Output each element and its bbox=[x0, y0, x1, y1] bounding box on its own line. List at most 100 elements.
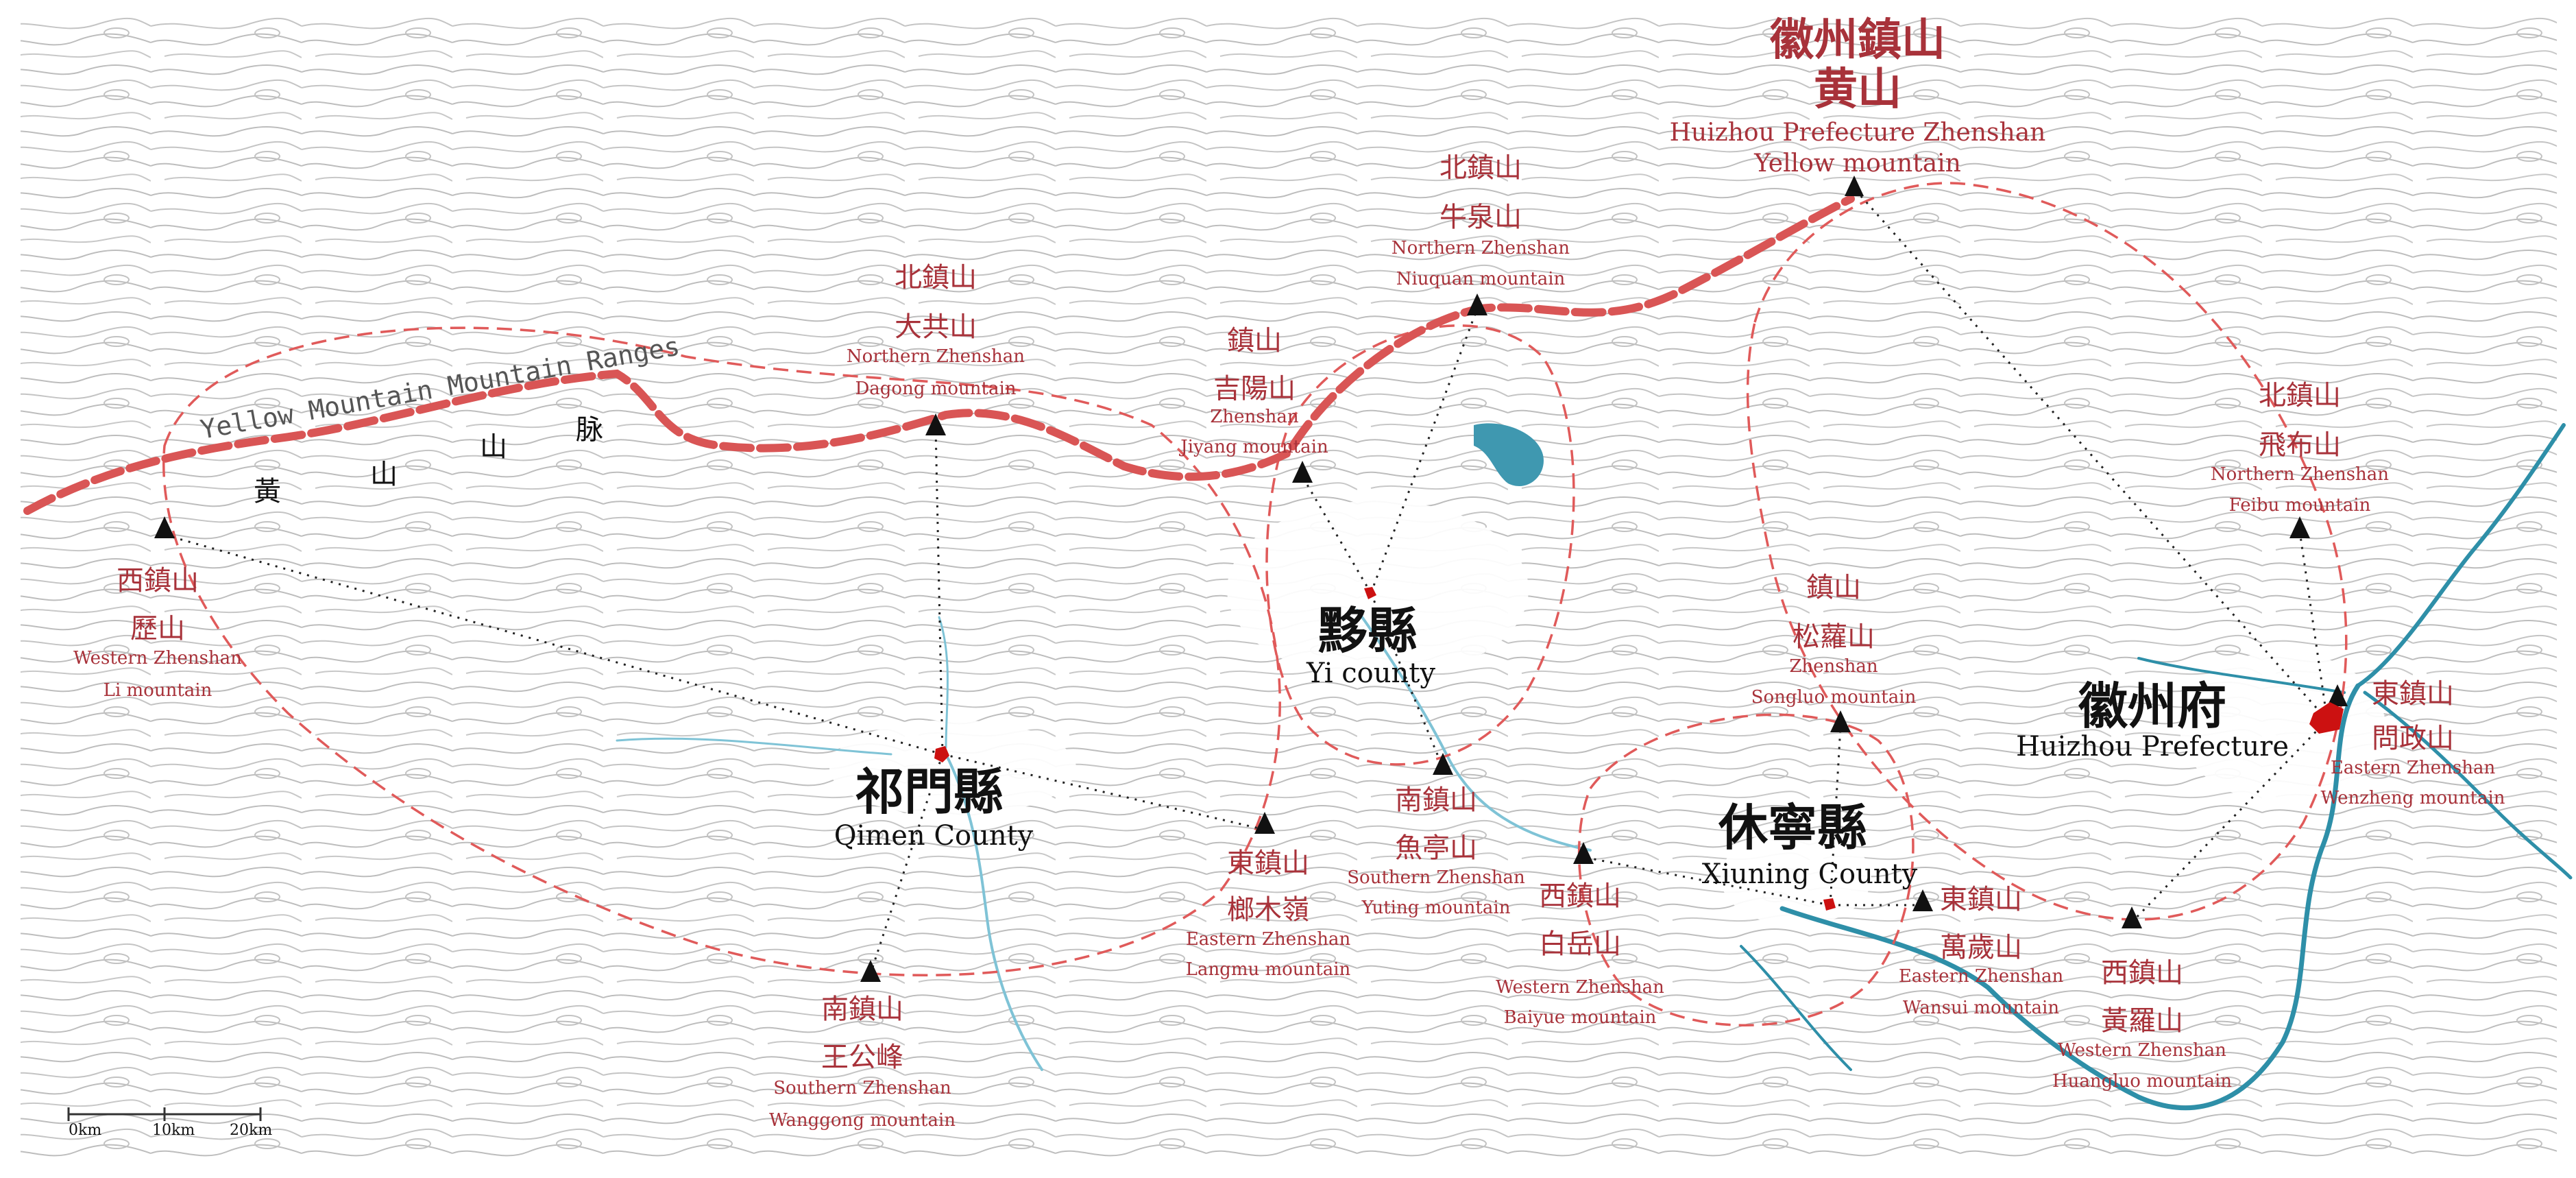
peak-yuting-icon bbox=[1433, 753, 1453, 775]
label-feibu-line3: Northern Zhenshan bbox=[2211, 464, 2389, 485]
peak-li-icon bbox=[154, 516, 175, 538]
label-dagong-line2: 大共山 bbox=[895, 311, 977, 343]
river-qimen-north bbox=[938, 616, 949, 749]
label-jiyang-line1: 鎮山 bbox=[1227, 325, 1282, 357]
label-jiyang: 鎮山 吉陽山 Zhenshan Jiyang mountain bbox=[1178, 325, 1328, 457]
peak-songluo-icon bbox=[1830, 710, 1851, 732]
label-niuquan: 北鎮山 牛泉山 Northern Zhenshan Niuquan mounta… bbox=[1392, 152, 1570, 289]
label-niuquan-line4: Niuquan mountain bbox=[1396, 269, 1566, 289]
label-baiyue-line1: 西鎮山 bbox=[1539, 880, 1621, 912]
label-wansui-line2: 萬歲山 bbox=[1940, 932, 2022, 963]
label-langmu-line2: 榔木嶺 bbox=[1227, 894, 1309, 926]
range-name-zh-1: 黃 bbox=[254, 476, 281, 507]
peak-huangshan-icon bbox=[1845, 176, 1864, 196]
label-wansui-line4: Wansui mountain bbox=[1903, 998, 2059, 1018]
river-northeast bbox=[2356, 423, 2566, 688]
river-west bbox=[616, 737, 892, 756]
label-langmu-line4: Langmu mountain bbox=[1186, 959, 1351, 980]
label-baiyue-line2: 白岳山 bbox=[1539, 928, 1621, 960]
county-yi-zh: 黟縣 bbox=[1318, 601, 1417, 660]
county-xiuning-zh: 休寧縣 bbox=[1718, 798, 1867, 856]
scale-bar: 0km 10km 20km bbox=[67, 1107, 272, 1139]
seat-yi-icon bbox=[1364, 587, 1376, 599]
label-wanggong-line3: Southern Zhenshan bbox=[773, 1078, 951, 1098]
rivers bbox=[616, 423, 2573, 1111]
peak-dagong-icon bbox=[925, 413, 946, 435]
county-boundaries bbox=[162, 182, 2348, 1026]
label-baiyue: 西鎮山 白岳山 Western Zhenshan Baiyue mountain bbox=[1496, 880, 1664, 1028]
label-huangluo-line2: 黃羅山 bbox=[2101, 1005, 2183, 1037]
label-dagong-line4: Dagong mountain bbox=[855, 378, 1016, 399]
label-huangshan-line1: 徽州鎮山 bbox=[1769, 14, 1945, 66]
seat-xiuning-icon bbox=[1823, 898, 1836, 911]
label-wenzheng-line3: Eastern Zhenshan bbox=[2331, 758, 2496, 778]
label-yuting-line1: 南鎮山 bbox=[1395, 784, 1477, 816]
label-yuting-line2: 魚亭山 bbox=[1395, 832, 1477, 864]
range-name-zh-2: 山 bbox=[370, 459, 398, 490]
label-dagong-line1: 北鎮山 bbox=[895, 262, 977, 293]
label-wanggong-line4: Wanggong mountain bbox=[769, 1110, 956, 1131]
county-yi: 黟縣 Yi county bbox=[1306, 601, 1435, 689]
label-huangshan-line3: Huizhou Prefecture Zhenshan bbox=[1670, 119, 2046, 147]
peak-feibu-icon bbox=[2289, 516, 2310, 538]
label-niuquan-line3: Northern Zhenshan bbox=[1392, 238, 1570, 259]
label-li-line3: Western Zhenshan bbox=[73, 648, 242, 669]
range-name-zh-3: 山 bbox=[480, 431, 507, 463]
label-songluo-line2: 松蘿山 bbox=[1793, 621, 1875, 653]
boundary-yi bbox=[1265, 324, 1575, 766]
label-feibu-line4: Feibu mountain bbox=[2229, 495, 2371, 516]
range-name-zh: 黃 山 山 脉 bbox=[254, 414, 603, 507]
county-huizhou-zh: 徽州府 bbox=[2078, 677, 2226, 735]
river-tributary-feibu bbox=[2137, 657, 2346, 694]
valley-clearings bbox=[829, 501, 2385, 926]
label-niuquan-line2: 牛泉山 bbox=[1439, 202, 1522, 233]
lake bbox=[1474, 423, 1544, 486]
label-feibu-line1: 北鎮山 bbox=[2259, 380, 2341, 411]
label-huangluo: 西鎮山 黃羅山 Western Zhenshan Huangluo mounta… bbox=[2052, 957, 2232, 1092]
label-songluo-line1: 鎮山 bbox=[1806, 572, 1861, 603]
label-feibu: 北鎮山 飛布山 Northern Zhenshan Feibu mountain bbox=[2211, 380, 2389, 516]
label-baiyue-line3: Western Zhenshan bbox=[1496, 977, 1664, 998]
label-langmu-line3: Eastern Zhenshan bbox=[1186, 929, 1351, 950]
label-huangshan-line4: Yellow mountain bbox=[1753, 149, 1961, 178]
label-jiyang-line4: Jiyang mountain bbox=[1178, 437, 1328, 457]
label-wansui: 東鎮山 萬歲山 Eastern Zhenshan Wansui mountain bbox=[1899, 884, 2064, 1018]
label-feibu-line2: 飛布山 bbox=[2259, 429, 2341, 461]
peak-jiyang-icon bbox=[1292, 461, 1313, 483]
peak-huangluo-icon bbox=[2122, 906, 2142, 928]
label-yuting-line4: Yuting mountain bbox=[1361, 898, 1511, 918]
river-yi bbox=[1356, 609, 1592, 852]
label-li-line4: Li mountain bbox=[104, 680, 212, 701]
label-songluo-line4: Songluo mountain bbox=[1751, 687, 1917, 708]
boundary-qimen bbox=[162, 326, 1281, 977]
label-wansui-line1: 東鎮山 bbox=[1940, 884, 2022, 915]
peak-markers bbox=[154, 176, 2348, 982]
label-dagong-line3: Northern Zhenshan bbox=[847, 346, 1025, 367]
label-wansui-line3: Eastern Zhenshan bbox=[1899, 966, 2064, 987]
label-dagong: 北鎮山 大共山 Northern Zhenshan Dagong mountai… bbox=[847, 262, 1025, 399]
label-huangluo-line1: 西鎮山 bbox=[2101, 957, 2183, 989]
label-yuting: 南鎮山 魚亭山 Southern Zhenshan Yuting mountai… bbox=[1347, 784, 1525, 918]
scale-bar-label-0: 0km bbox=[69, 1122, 101, 1139]
county-seats bbox=[934, 587, 2344, 911]
river-qimen bbox=[945, 753, 1043, 1071]
county-qimen: 祁門縣 Qimen County bbox=[834, 762, 1034, 852]
label-huangluo-line4: Huangluo mountain bbox=[2052, 1071, 2232, 1092]
label-jiyang-line2: 吉陽山 bbox=[1213, 373, 1296, 405]
county-xiuning-en: Xiuning County bbox=[1702, 858, 1918, 890]
peak-niuquan-icon bbox=[1467, 293, 1487, 315]
label-niuquan-line1: 北鎮山 bbox=[1439, 152, 1522, 184]
sight-lines bbox=[164, 188, 2339, 974]
peak-baiyue-icon bbox=[1573, 842, 1594, 864]
label-songluo: 鎮山 松蘿山 Zhenshan Songluo mountain bbox=[1751, 572, 1917, 708]
peak-wanggong-icon bbox=[860, 960, 881, 982]
label-li-line1: 西鎮山 bbox=[117, 565, 199, 597]
label-wanggong-line2: 王公峰 bbox=[821, 1042, 903, 1073]
label-langmu-line1: 東鎮山 bbox=[1227, 848, 1309, 879]
river-east bbox=[2363, 690, 2573, 880]
label-yuting-line3: Southern Zhenshan bbox=[1347, 867, 1525, 888]
river-xin-an bbox=[1779, 683, 2361, 1111]
label-wenzheng-line2: 問政山 bbox=[2372, 723, 2454, 754]
boundary-xiuning bbox=[1577, 713, 1915, 1026]
